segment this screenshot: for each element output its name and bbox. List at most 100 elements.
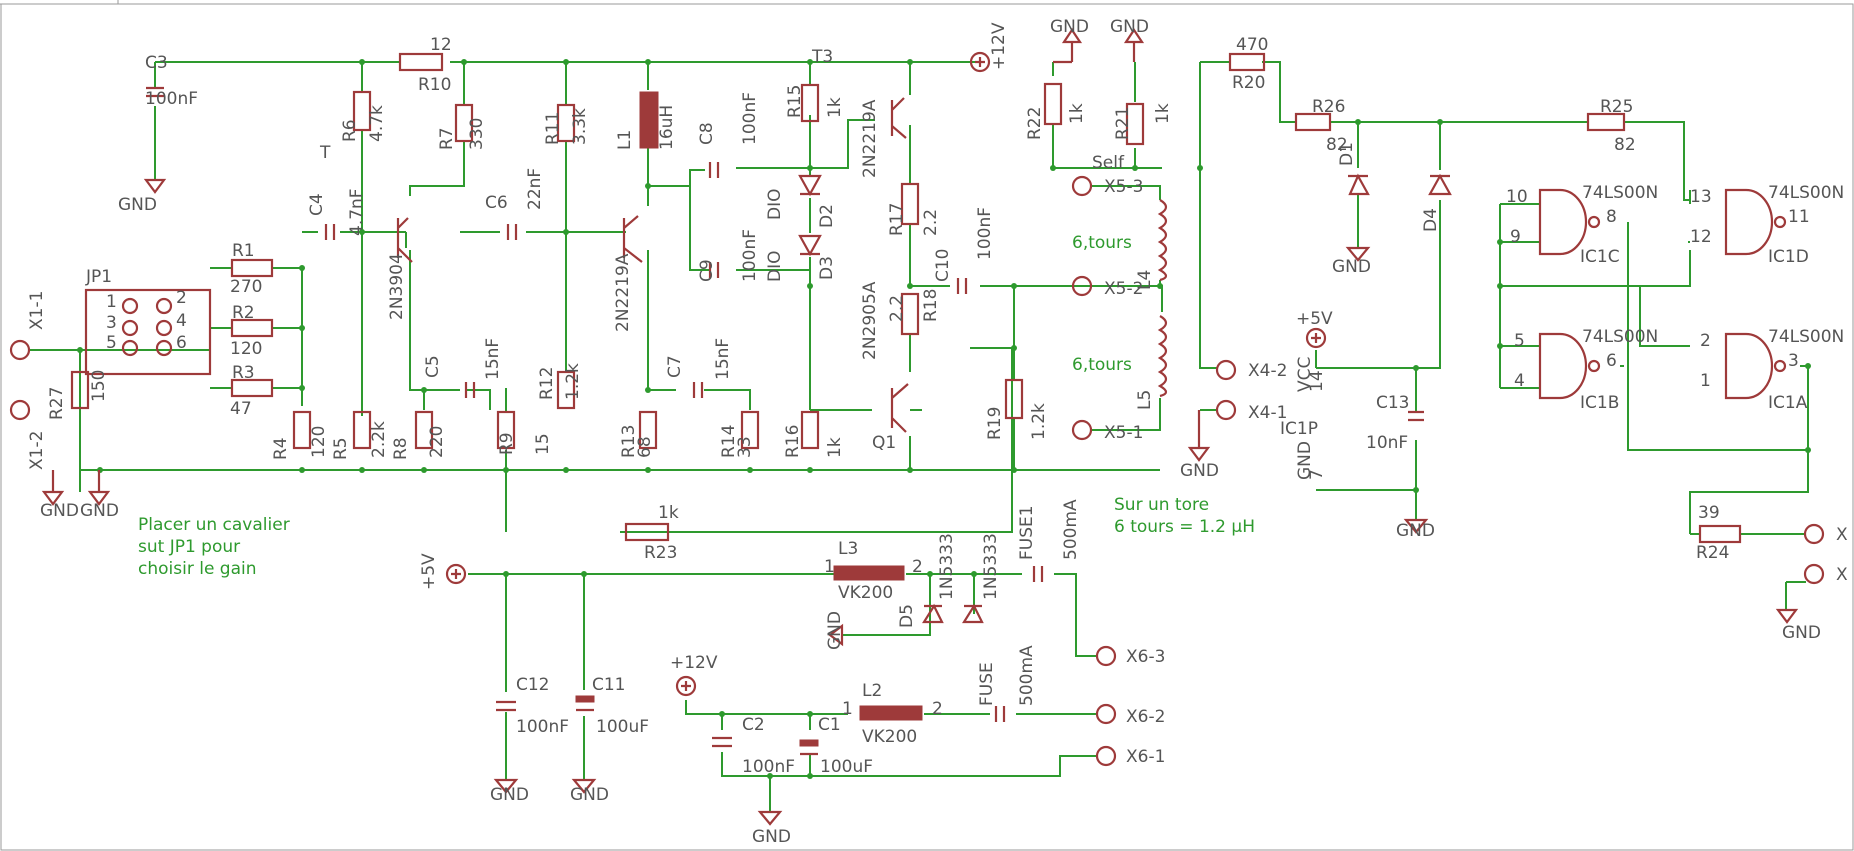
- component-label: C3: [145, 53, 168, 73]
- component-label: 100nF: [516, 717, 569, 737]
- component-label: 6: [1606, 351, 1617, 371]
- component-label: 10: [1506, 187, 1528, 207]
- wires: [28, 61, 1809, 812]
- component-label: 2N2219A: [860, 99, 880, 178]
- component-label: 14: [1307, 370, 1327, 392]
- component-label: GND: [40, 501, 79, 521]
- component-label: 7: [1307, 469, 1327, 480]
- component-label: 5: [106, 333, 117, 353]
- component-label: L3: [838, 539, 858, 559]
- component-label: R10: [418, 75, 451, 95]
- component-label: 1.2k: [563, 363, 583, 400]
- component-label: VCC: [1295, 357, 1315, 392]
- component-label: DIO: [765, 189, 785, 221]
- component-label: 9: [1510, 227, 1521, 247]
- component-label: C9: [697, 259, 717, 282]
- component-label: L5: [1135, 390, 1155, 410]
- component-label: FUSE1: [1017, 505, 1037, 560]
- component-label: IC1B: [1580, 393, 1619, 413]
- component-label: IC1C: [1580, 247, 1620, 267]
- component-label: R15: [785, 85, 805, 118]
- component-label: 13: [1690, 187, 1712, 207]
- component-label: 2.2k: [369, 421, 389, 458]
- component-label: R16: [783, 425, 803, 458]
- junctions: [77, 59, 1811, 779]
- schematic-note: Sur un tore: [1114, 495, 1209, 515]
- component-label: 4: [1514, 371, 1525, 391]
- component-label: 100nF: [975, 207, 995, 260]
- component-label: 22nF: [525, 168, 545, 210]
- component-label: R17: [887, 203, 907, 236]
- component-label: X4-1: [1248, 403, 1287, 423]
- component-label: X6-1: [1126, 747, 1165, 767]
- component-label: X: [1836, 565, 1848, 585]
- component-label: GND: [1180, 461, 1219, 481]
- component-label: R13: [619, 425, 639, 458]
- component-label: R5: [331, 437, 351, 460]
- component-label: C6: [485, 193, 508, 213]
- connectors: [9, 175, 1825, 767]
- component-label: C10: [933, 248, 953, 282]
- component-label: GND: [1396, 521, 1435, 541]
- component-label: VK200: [862, 727, 917, 747]
- component-label: GND: [1295, 441, 1315, 480]
- component-label: 2: [932, 699, 943, 719]
- component-label: DIO: [765, 251, 785, 283]
- component-label: R12: [537, 367, 557, 400]
- component-label: T: [319, 143, 331, 163]
- component-label: C5: [423, 355, 443, 378]
- component-label: R26: [1312, 97, 1345, 117]
- component-label: 4.7nF: [347, 188, 367, 236]
- component-label: R7: [437, 127, 457, 150]
- component-label: 8: [1606, 207, 1617, 227]
- inductors: [639, 91, 1168, 721]
- component-label: 15nF: [713, 338, 733, 380]
- component-label: X1-1: [27, 291, 47, 330]
- component-label: R25: [1600, 97, 1633, 117]
- component-label: 500mA: [1017, 645, 1037, 706]
- component-label: 82: [1614, 135, 1636, 155]
- component-label: GND: [1110, 17, 1149, 37]
- component-label: 4.7k: [367, 105, 387, 142]
- component-label: R11: [543, 112, 563, 145]
- component-label: 120: [230, 339, 262, 359]
- component-label: 33: [735, 436, 755, 458]
- component-label: 74LS00N: [1768, 183, 1844, 203]
- capacitors: [146, 86, 1424, 756]
- component-label: C12: [516, 675, 550, 695]
- component-label: R6: [340, 119, 360, 142]
- component-label: 1k: [1067, 103, 1087, 124]
- ground-symbols: [41, 28, 1799, 826]
- component-label: 15nF: [483, 338, 503, 380]
- component-label: R19: [985, 407, 1005, 440]
- component-label: 1k: [825, 97, 845, 118]
- component-label: 5: [1514, 331, 1525, 351]
- component-label: 2N2219A: [613, 253, 633, 332]
- schematic-note: 6,tours: [1072, 355, 1132, 375]
- component-label: D4: [1421, 208, 1441, 232]
- component-label: 3: [1788, 351, 1799, 371]
- component-label: +12V: [989, 22, 1009, 70]
- component-label: C4: [307, 193, 327, 216]
- component-label: 4: [176, 311, 187, 331]
- component-label: R9: [497, 432, 517, 455]
- component-label: R14: [719, 425, 739, 458]
- component-label: 150: [89, 370, 109, 402]
- component-label: X4-2: [1248, 361, 1287, 381]
- component-label: 47: [230, 399, 252, 419]
- component-label: T3: [811, 47, 833, 67]
- component-label: 82: [1326, 135, 1348, 155]
- resistors: [70, 52, 1742, 544]
- component-label: C1: [818, 715, 841, 735]
- component-label: 220: [427, 426, 447, 458]
- component-label: GND: [490, 785, 529, 805]
- component-label: 74LS00N: [1582, 183, 1658, 203]
- component-label: 11: [1788, 207, 1810, 227]
- component-label: C7: [665, 355, 685, 378]
- component-label: X6-3: [1126, 647, 1165, 667]
- component-label: IC1D: [1768, 247, 1809, 267]
- component-label: GND: [80, 501, 119, 521]
- component-label: 74LS00N: [1582, 327, 1658, 347]
